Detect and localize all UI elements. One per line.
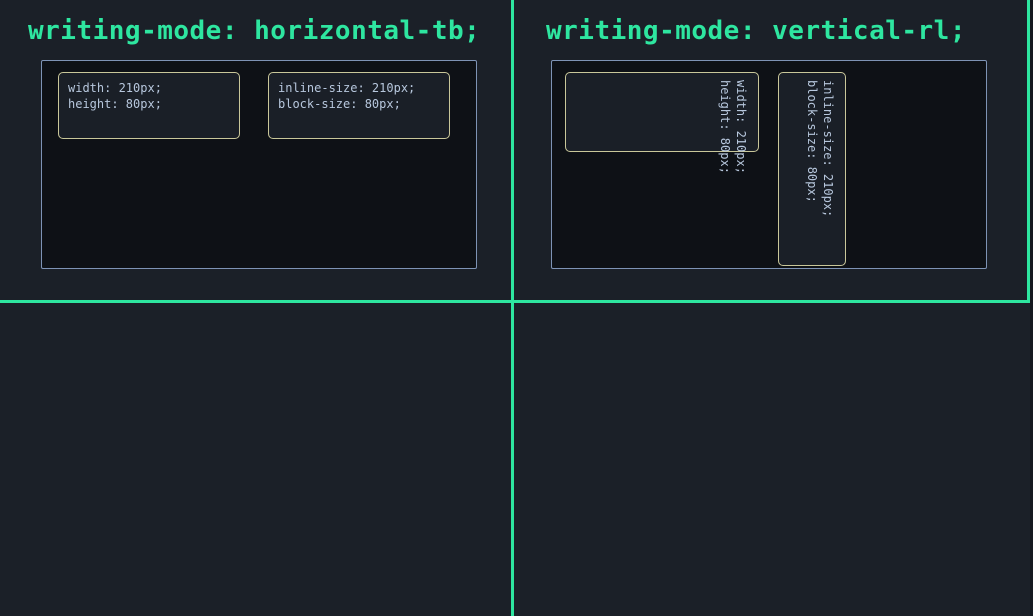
demo-container-horizontal-tb: width: 210px; height: 80px; inline-size:… [41, 60, 477, 269]
box-logical-sizing: inline-size: 210px; block-size: 80px; [268, 72, 450, 139]
box-physical-sizing: width: 210px; height: 80px; [565, 72, 759, 174]
panel-vertical-rl: writing-mode: vertical-rl; width: 210px;… [514, 0, 1033, 300]
grid-divider-intersection [511, 300, 514, 303]
grid-divider-vertical-bottom [511, 303, 514, 616]
box-physical-sizing: width: 210px; height: 80px; [58, 72, 240, 139]
panel-vertical-lr: writing-mode: vertical-lr; width: 210px;… [0, 303, 511, 616]
demo-container-vertical-rl: width: 210px; height: 80px; inline-size:… [551, 60, 987, 269]
panel-empty [514, 303, 1033, 616]
right-outer-strip [1030, 0, 1033, 616]
box-logical-sizing: inline-size: 210px; block-size: 80px; [778, 72, 846, 266]
right-edge-accent-rule [1027, 0, 1030, 301]
panel-heading-horizontal-tb: writing-mode: horizontal-tb; [28, 16, 481, 46]
panel-heading-vertical-rl: writing-mode: vertical-rl; [546, 16, 966, 46]
grid-divider-horizontal-right [514, 300, 1033, 303]
grid-divider-vertical-top [511, 0, 514, 300]
panel-horizontal-tb: writing-mode: horizontal-tb; width: 210p… [0, 0, 511, 300]
grid-divider-horizontal-left [0, 300, 511, 303]
